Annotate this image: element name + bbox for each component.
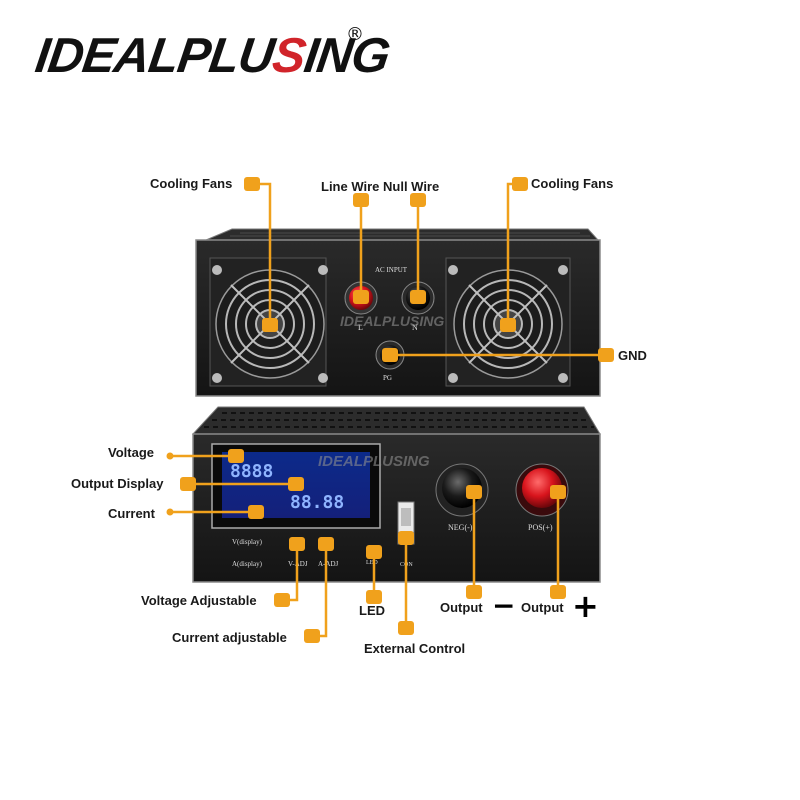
back-watermark: IDEALPLUSING	[340, 313, 444, 329]
a-display-label: A(display)	[232, 560, 263, 568]
terminal-l-label: L	[358, 323, 363, 332]
front-panel-vents	[204, 412, 594, 428]
label-output-negative: Output	[440, 600, 483, 615]
label-gnd: GND	[618, 348, 647, 363]
label-led: LED	[359, 603, 385, 618]
label-output-positive: Output	[521, 600, 564, 615]
registered-mark: ®	[346, 24, 364, 45]
label-cooling-fans-left: Cooling Fans	[150, 176, 233, 191]
label-voltage: Voltage	[108, 445, 154, 460]
led-panel-label: LED	[366, 560, 378, 566]
label-cooling-fans-right: Cooling Fans	[531, 176, 614, 191]
meter-current-digits: 88.88	[290, 492, 344, 513]
ac-input-label: AC INPUT	[375, 266, 408, 274]
neg-label: NEG(-)	[448, 523, 473, 532]
label-voltage-adjustable: Voltage Adjustable	[141, 593, 257, 608]
label-output-display: Output Display	[71, 476, 164, 491]
label-external-control: External Control	[364, 641, 466, 656]
label-current: Current	[108, 506, 155, 521]
label-line-null-wire: Line Wire Null Wire	[321, 179, 440, 194]
front-panel: 8888 88.88 IDEALPLUSING V(display) A(dis…	[191, 406, 601, 583]
v-display-label: V(display)	[232, 538, 263, 546]
a-adj-label: A-ADJ	[318, 560, 338, 568]
back-panel-top-edge	[205, 228, 600, 241]
minus-icon: −	[492, 589, 516, 622]
terminal-pg-label: PG	[383, 374, 392, 382]
meter-voltage-digits: 8888	[230, 461, 273, 482]
back-panel-vents	[230, 232, 590, 237]
pos-label: POS(+)	[528, 523, 553, 532]
label-current-adjustable: Current adjustable	[172, 630, 287, 645]
plus-icon: +	[572, 587, 599, 625]
back-panel: AC INPUT L N IDEALPLUSING PG	[195, 228, 601, 397]
front-watermark: IDEALPLUSING	[318, 453, 430, 470]
terminal-n-label: N	[412, 323, 418, 332]
callout-markers	[166, 177, 614, 643]
